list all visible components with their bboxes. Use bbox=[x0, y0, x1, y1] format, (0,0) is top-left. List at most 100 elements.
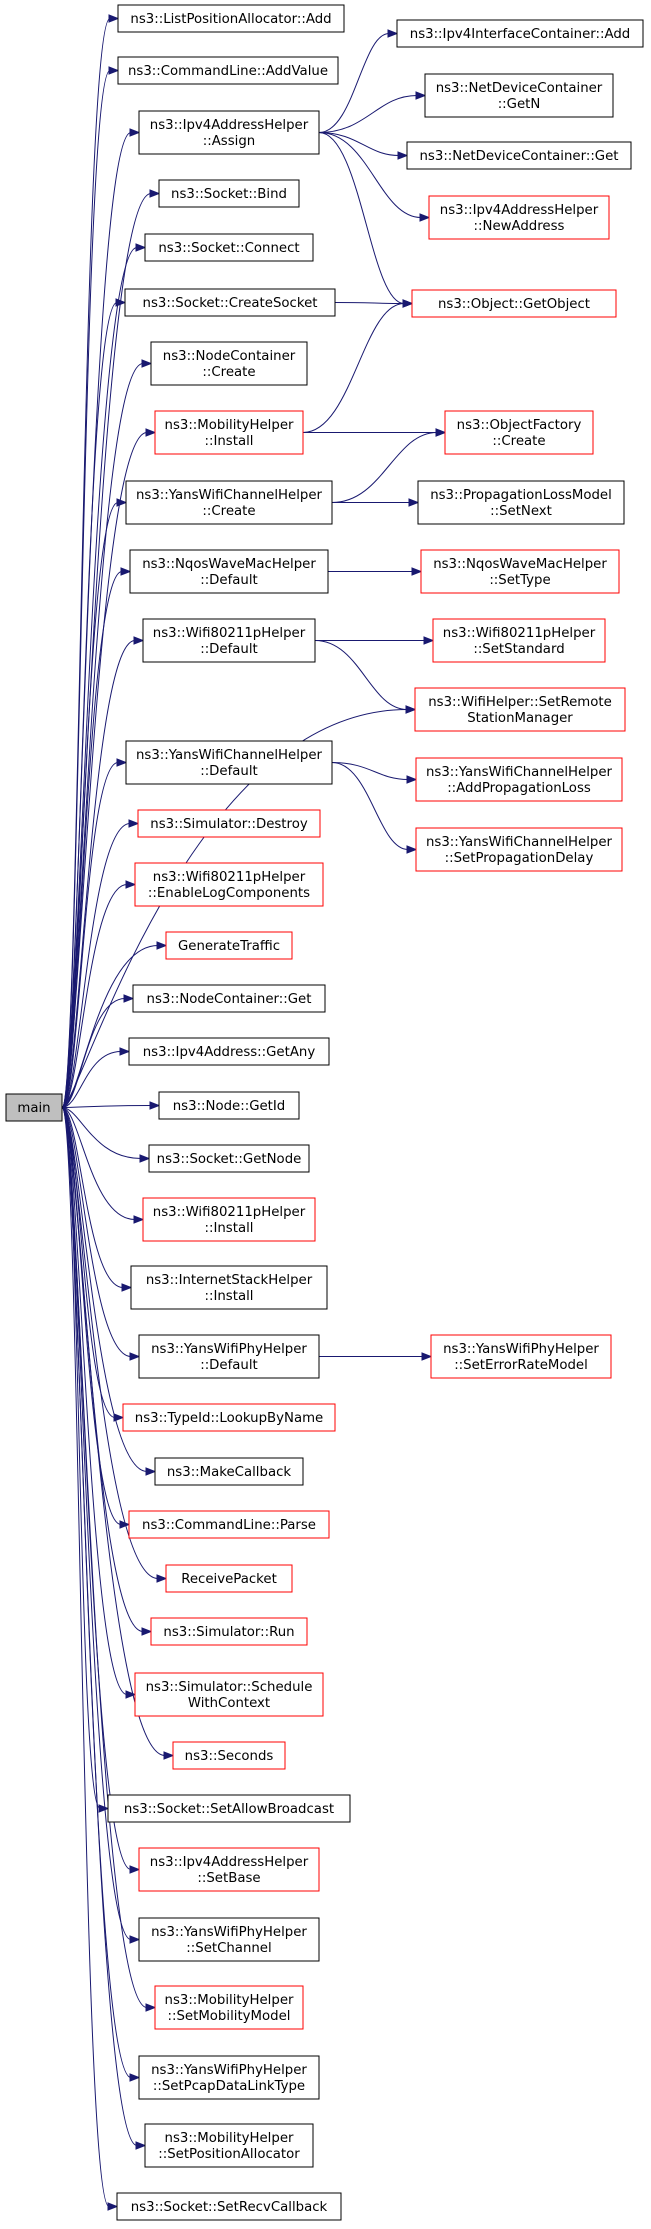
node-label: ns3::YansWifiChannelHelper bbox=[426, 835, 613, 850]
node-box bbox=[138, 1334, 320, 1379]
node-label: ns3::InternetStackHelper bbox=[146, 1273, 313, 1288]
node-box bbox=[150, 1617, 308, 1646]
node-label: ::Create bbox=[202, 504, 255, 519]
node-label: ns3::Object::GetObject bbox=[438, 297, 590, 312]
node-generatetraffic[interactable]: GenerateTraffic bbox=[165, 931, 293, 960]
node-w80211p-install[interactable]: ns3::Wifi80211pHelper::Install bbox=[142, 1197, 316, 1242]
node-label: ns3::Ipv4AddressHelper bbox=[440, 203, 599, 218]
node-box bbox=[150, 341, 308, 386]
node-ndc-getn[interactable]: ns3::NetDeviceContainer::GetN bbox=[424, 73, 614, 118]
node-box bbox=[132, 984, 326, 1013]
node-ipv4ic-add[interactable]: ns3::Ipv4InterfaceContainer::Add bbox=[396, 19, 644, 48]
node-object-getobject[interactable]: ns3::Object::GetObject bbox=[411, 289, 617, 318]
node-of-create[interactable]: ns3::ObjectFactory::Create bbox=[444, 410, 594, 455]
node-sim-destroy[interactable]: ns3::Simulator::Destroy bbox=[137, 809, 321, 838]
node-socket-connect[interactable]: ns3::Socket::Connect bbox=[144, 233, 314, 262]
edge-main-to-socket_createsocket bbox=[61, 298, 127, 1108]
node-mh-setposalloc[interactable]: ns3::MobilityHelper::SetPositionAllocato… bbox=[144, 2123, 314, 2168]
node-ndc-get[interactable]: ns3::NetDeviceContainer::Get bbox=[406, 141, 632, 170]
node-label: ::Default bbox=[200, 764, 258, 779]
node-sim-run[interactable]: ns3::Simulator::Run bbox=[150, 1617, 308, 1646]
node-label: ns3::CommandLine::AddValue bbox=[128, 64, 328, 79]
node-label: ns3::Ipv4InterfaceContainer::Add bbox=[410, 27, 630, 42]
node-box bbox=[130, 1265, 328, 1310]
edges-layer bbox=[61, 14, 447, 2211]
node-box bbox=[172, 1741, 286, 1770]
node-box bbox=[430, 1334, 612, 1379]
edge-main-to-w80211p_default bbox=[61, 636, 145, 1108]
node-cl-addvalue[interactable]: ns3::CommandLine::AddValue bbox=[117, 56, 339, 85]
node-nc-get[interactable]: ns3::NodeContainer::Get bbox=[132, 984, 326, 1013]
node-box bbox=[129, 549, 329, 594]
node-ipv4ah-assign[interactable]: ns3::Ipv4AddressHelper::Assign bbox=[138, 110, 320, 155]
node-socket-setrecvcb[interactable]: ns3::Socket::SetRecvCallback bbox=[116, 2192, 342, 2221]
node-w80211p-setstandard[interactable]: ns3::Wifi80211pHelper::SetStandard bbox=[432, 618, 606, 663]
node-node-getid[interactable]: ns3::Node::GetId bbox=[158, 1091, 300, 1120]
node-socket-getnode[interactable]: ns3::Socket::GetNode bbox=[148, 1144, 310, 1173]
node-box bbox=[158, 179, 300, 208]
edge-main-to-ish_install bbox=[61, 1107, 133, 1292]
edge-w80211p_default-to-w80211p_setstandard bbox=[315, 636, 435, 645]
node-label: ns3::NodeContainer::Get bbox=[147, 992, 312, 1007]
node-typeid-lookup[interactable]: ns3::TypeId::LookupByName bbox=[122, 1403, 336, 1432]
node-label: GenerateTraffic bbox=[178, 939, 280, 954]
node-ipv4ah-setbase[interactable]: ns3::Ipv4AddressHelper::SetBase bbox=[138, 1847, 320, 1892]
node-socket-createsocket[interactable]: ns3::Socket::CreateSocket bbox=[124, 288, 336, 317]
node-label: ns3::YansWifiChannelHelper bbox=[136, 748, 323, 763]
node-main[interactable]: main bbox=[5, 1093, 63, 1122]
node-label: ns3::PropagationLossModel bbox=[430, 488, 612, 503]
node-label: ns3::YansWifiPhyHelper bbox=[151, 2063, 307, 2078]
node-ywph-setpcap[interactable]: ns3::YansWifiPhyHelper::SetPcapDataLinkT… bbox=[138, 2055, 320, 2100]
node-label: ns3::Socket::GetNode bbox=[157, 1152, 302, 1167]
node-lpa-add[interactable]: ns3::ListPositionAllocator::Add bbox=[117, 4, 345, 33]
node-label: ::Install bbox=[205, 1221, 254, 1236]
edge-main-to-ywch_create bbox=[61, 498, 128, 1108]
node-label: ns3::Node::GetId bbox=[173, 1099, 286, 1114]
node-receivepacket[interactable]: ReceivePacket bbox=[165, 1564, 293, 1593]
node-makecallback[interactable]: ns3::MakeCallback bbox=[154, 1457, 304, 1486]
node-box bbox=[154, 1985, 304, 2030]
node-ywch-default[interactable]: ns3::YansWifiChannelHelper::Default bbox=[125, 740, 333, 785]
node-ipv4ah-newaddr[interactable]: ns3::Ipv4AddressHelper::NewAddress bbox=[428, 195, 610, 240]
node-ywch-addprop[interactable]: ns3::YansWifiChannelHelper::AddPropagati… bbox=[415, 757, 623, 802]
node-mh-install[interactable]: ns3::MobilityHelper::Install bbox=[154, 410, 304, 455]
node-nwmh-settype[interactable]: ns3::NqosWaveMacHelper::SetType bbox=[420, 549, 620, 594]
node-box bbox=[411, 289, 617, 318]
node-label: ns3::YansWifiPhyHelper bbox=[151, 1925, 307, 1940]
node-box bbox=[134, 862, 324, 907]
node-label: ns3::YansWifiPhyHelper bbox=[151, 1342, 307, 1357]
node-socket-bind[interactable]: ns3::Socket::Bind bbox=[158, 179, 300, 208]
node-w80211p-default[interactable]: ns3::Wifi80211pHelper::Default bbox=[142, 618, 316, 663]
node-ywph-seterrrate[interactable]: ns3::YansWifiPhyHelper::SetErrorRateMode… bbox=[430, 1334, 612, 1379]
node-box bbox=[415, 757, 623, 802]
edge-w80211p_default-to-wh_setremote bbox=[314, 640, 417, 714]
node-box bbox=[148, 1144, 310, 1173]
node-ish-install[interactable]: ns3::InternetStackHelper::Install bbox=[130, 1265, 328, 1310]
node-ywph-default[interactable]: ns3::YansWifiPhyHelper::Default bbox=[138, 1334, 320, 1379]
edge-main-to-receivepacket bbox=[61, 1107, 168, 1583]
node-label: ns3::Ipv4AddressHelper bbox=[150, 1855, 309, 1870]
node-w80211p-enablelog[interactable]: ns3::Wifi80211pHelper::EnableLogComponen… bbox=[134, 862, 324, 907]
node-label: ::Create bbox=[202, 365, 255, 380]
node-label: ns3::Simulator::Destroy bbox=[150, 817, 308, 832]
node-label: ::SetPositionAllocator bbox=[158, 2147, 300, 2162]
node-box bbox=[142, 618, 316, 663]
node-mh-setmobility[interactable]: ns3::MobilityHelper::SetMobilityModel bbox=[154, 1985, 304, 2030]
node-nwmh-default[interactable]: ns3::NqosWaveMacHelper::Default bbox=[129, 549, 329, 594]
edge-main-to-ipv4a_getany bbox=[61, 1047, 131, 1108]
node-label: ns3::YansWifiChannelHelper bbox=[426, 765, 613, 780]
node-socket-setallowbcast[interactable]: ns3::Socket::SetAllowBroadcast bbox=[107, 1794, 351, 1823]
node-cl-parse[interactable]: ns3::CommandLine::Parse bbox=[128, 1510, 330, 1539]
node-seconds[interactable]: ns3::Seconds bbox=[172, 1741, 286, 1770]
node-ywch-setpropdelay[interactable]: ns3::YansWifiChannelHelper::SetPropagati… bbox=[415, 827, 623, 872]
node-ywch-create[interactable]: ns3::YansWifiChannelHelper::Create bbox=[125, 480, 333, 525]
node-nc-create[interactable]: ns3::NodeContainer::Create bbox=[150, 341, 308, 386]
node-label: ns3::Simulator::Run bbox=[163, 1625, 294, 1640]
node-label: ns3::Seconds bbox=[185, 1749, 274, 1764]
node-label: ns3::YansWifiPhyHelper bbox=[443, 1342, 599, 1357]
node-plm-setnext[interactable]: ns3::PropagationLossModel::SetNext bbox=[417, 480, 625, 525]
node-ywph-setchannel[interactable]: ns3::YansWifiPhyHelper::SetChannel bbox=[138, 1917, 320, 1962]
node-ipv4a-getany[interactable]: ns3::Ipv4Address::GetAny bbox=[128, 1037, 330, 1066]
